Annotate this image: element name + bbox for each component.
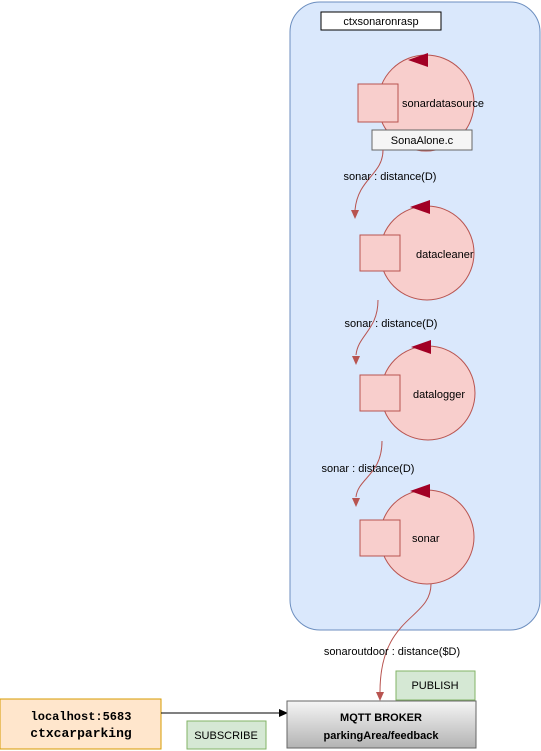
flow-arrowhead-icon	[351, 210, 359, 219]
broker-title: MQTT BROKER	[340, 712, 422, 724]
actor-arrow-head-icon	[410, 484, 430, 498]
actor-datacleaner[interactable]: datacleaner	[359, 200, 475, 301]
actor-arrow-head-icon	[410, 200, 430, 214]
flow-edge[interactable]	[354, 149, 384, 211]
subscribe-box	[186, 720, 267, 750]
context-name: ctxcarparking	[30, 726, 132, 741]
actor-label: sonardatasource	[402, 98, 484, 110]
actor-label: datalogger	[413, 389, 465, 401]
publish-label: PUBLISH	[411, 680, 458, 692]
actor-port	[359, 374, 401, 412]
flow-label: sonar : distance(D)	[345, 318, 438, 330]
mqtt-broker[interactable]: MQTT BROKER parkingArea/feedback	[286, 700, 477, 749]
context-host: localhost:5683	[31, 710, 132, 724]
subscribe-arrowhead-icon	[279, 709, 288, 717]
flow-arrowhead-icon	[352, 356, 360, 365]
actor-port	[357, 83, 399, 123]
actor-port	[359, 519, 401, 557]
actor-arrow-head-icon	[408, 53, 428, 67]
actor-label: datacleaner	[416, 249, 474, 261]
actor-label: sonar	[412, 533, 440, 545]
flow-edge[interactable]	[355, 299, 379, 356]
flow-label: sonar : distance(D)	[322, 463, 415, 475]
flow-label: sonar : distance(D)	[344, 171, 437, 183]
publish-box	[395, 670, 476, 701]
actor-datalogger[interactable]: datalogger	[359, 340, 476, 441]
publish-button[interactable]: PUBLISH	[395, 670, 476, 701]
actor-sonardatasource[interactable]: sonardatasource	[357, 53, 484, 152]
flow-arrowhead-icon	[352, 498, 360, 507]
flow-arrowhead-icon	[376, 692, 384, 701]
flow-label: sonaroutdoor : distance($D)	[324, 646, 460, 658]
actor-tag-box	[371, 129, 473, 151]
flow-edge[interactable]	[355, 440, 383, 498]
context-node[interactable]: localhost:5683 ctxcarparking	[0, 698, 162, 750]
broker-topic: parkingArea/feedback	[324, 730, 440, 742]
actor-arrow-head-icon	[411, 340, 431, 354]
subscribe-label: SUBSCRIBE	[194, 730, 258, 742]
actor-tag: SonaAlone.c	[391, 135, 454, 147]
context-box	[0, 698, 162, 750]
context-container	[289, 1, 541, 631]
subscribe-button[interactable]: SUBSCRIBE	[186, 720, 267, 750]
broker-box	[286, 700, 477, 749]
flow-edge[interactable]	[379, 583, 432, 693]
context-title: ctxsonaronrasp	[343, 16, 418, 28]
actor-sonar[interactable]: sonar	[359, 484, 475, 585]
actor-port	[359, 234, 401, 272]
context-title-box	[320, 11, 442, 31]
